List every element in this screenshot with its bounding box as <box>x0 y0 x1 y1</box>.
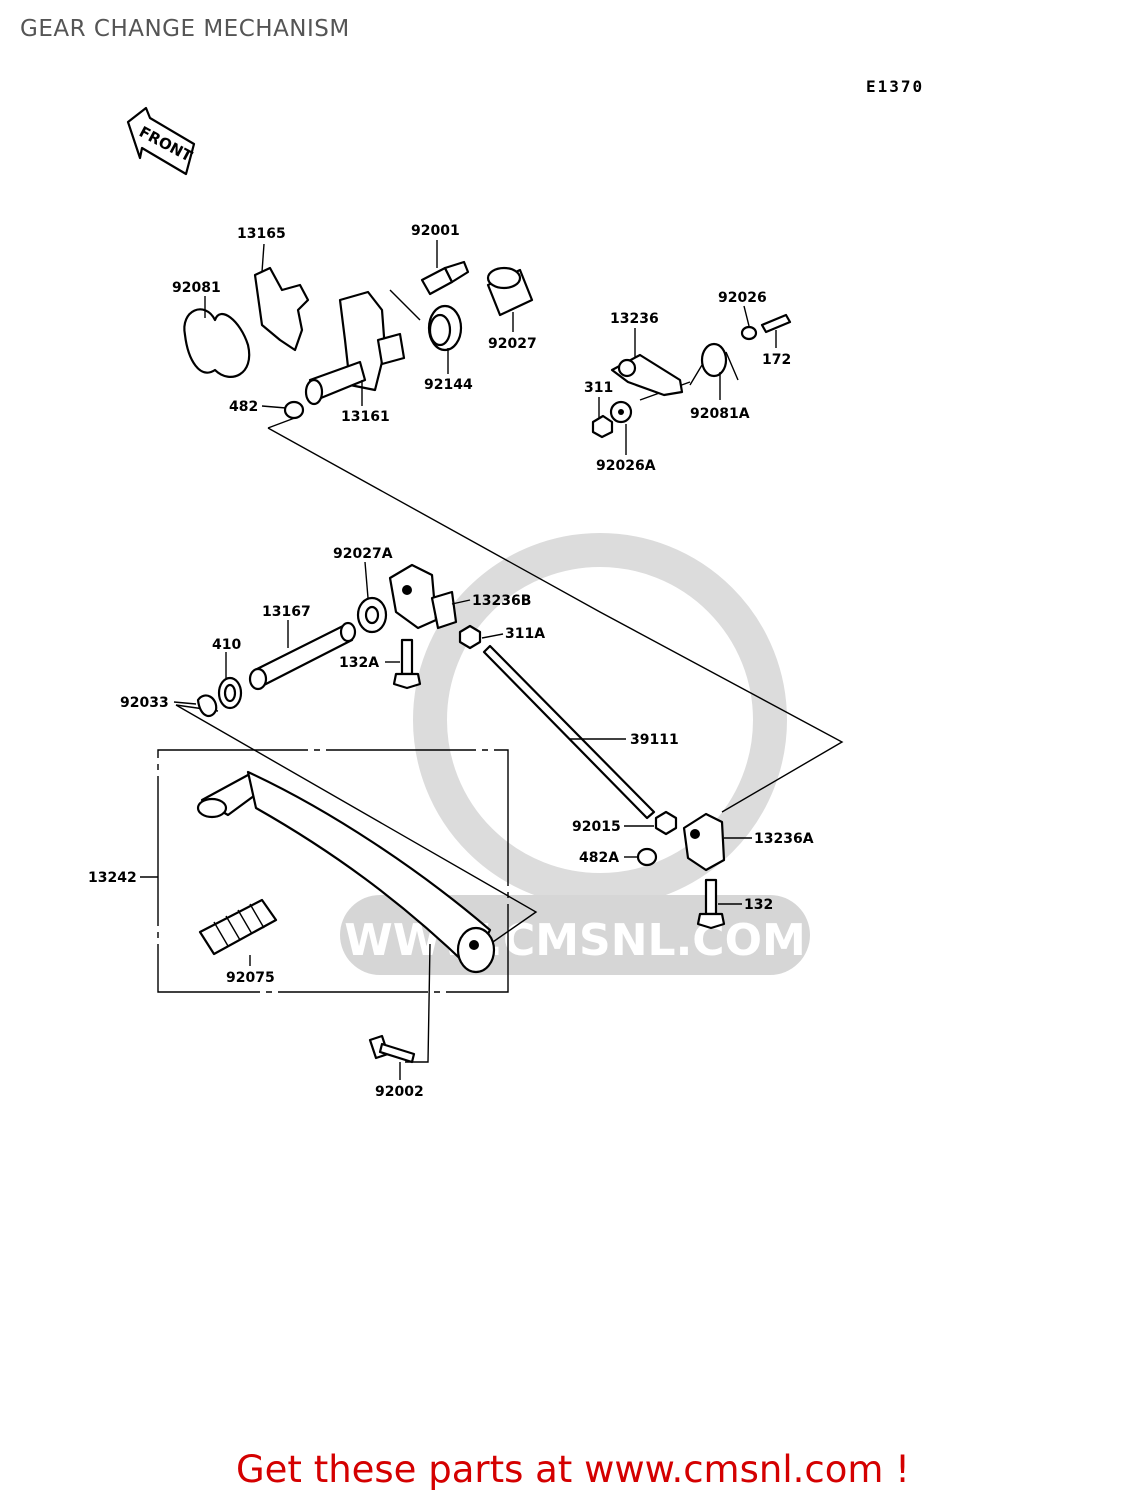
part-label[interactable]: 92027A <box>333 546 393 562</box>
part-label[interactable]: 92027 <box>488 336 537 352</box>
front-arrow-icon: FRONT <box>126 106 196 176</box>
part-label[interactable]: 92015 <box>572 819 621 835</box>
part-label[interactable]: 13236 <box>610 311 659 327</box>
part-label[interactable]: 92026 <box>718 290 767 306</box>
part-label[interactable]: 482 <box>229 399 258 415</box>
part-label[interactable]: 92081 <box>172 280 221 296</box>
part-13242-shift-lever <box>196 770 496 974</box>
part-92081-gasket <box>183 308 251 378</box>
leader-lines <box>140 240 777 1080</box>
part-13236B-joint <box>388 563 458 630</box>
part-label[interactable]: 132 <box>744 897 773 913</box>
part-92027-collar <box>486 266 534 317</box>
part-482A-washer <box>636 847 658 867</box>
part-92075-pedal-rubber <box>198 898 278 956</box>
part-label[interactable]: 482A <box>579 850 619 866</box>
page-title: GEAR CHANGE MECHANISM <box>20 16 350 42</box>
footer-link[interactable]: Get these parts at www.cmsnl.com ! <box>235 1448 910 1491</box>
diagram-code: E1370 <box>866 77 924 96</box>
part-92033-clip <box>196 694 218 718</box>
part-label[interactable]: 92002 <box>375 1084 424 1100</box>
part-label[interactable]: 92081A <box>690 406 750 422</box>
part-13236-lever <box>610 353 684 397</box>
part-92026-washer <box>740 325 758 341</box>
part-labels: 92081 13165 92001 92027 13236 92026 172 … <box>88 223 814 1100</box>
part-label[interactable]: 92026A <box>596 458 656 474</box>
part-39111-rod <box>482 644 656 820</box>
part-label[interactable]: 13236B <box>472 593 531 609</box>
part-label[interactable]: 92001 <box>411 223 460 239</box>
part-label[interactable]: 132A <box>339 655 379 671</box>
part-92027A-collar <box>356 596 388 634</box>
part-label[interactable]: 92144 <box>424 377 473 393</box>
part-label[interactable]: 13167 <box>262 604 311 620</box>
part-13236A-joint <box>682 812 726 872</box>
part-132A-bolt <box>392 638 422 690</box>
part-311-nut <box>591 414 614 439</box>
part-132-bolt <box>696 878 726 930</box>
part-92081A-spring <box>689 342 739 386</box>
part-13167-shaft <box>248 621 357 691</box>
part-92026A-washer <box>609 400 633 424</box>
part-label[interactable]: 92033 <box>120 695 169 711</box>
part-label[interactable]: 410 <box>212 637 241 653</box>
part-label[interactable]: 13165 <box>237 226 286 242</box>
part-92015-nut <box>654 810 678 836</box>
part-410-washer <box>217 676 243 710</box>
part-92144-spring <box>389 289 463 352</box>
part-label[interactable]: 13242 <box>88 870 137 886</box>
watermark-text: WWW.CMSNL.COM <box>344 915 806 966</box>
part-482-washer <box>283 400 305 420</box>
part-172-screw <box>760 313 792 334</box>
part-92001-pin <box>420 260 470 296</box>
part-311A-nut <box>458 624 482 650</box>
part-label[interactable]: 92075 <box>226 970 275 986</box>
part-label[interactable]: 13236A <box>754 831 814 847</box>
part-label[interactable]: 13161 <box>341 409 390 425</box>
part-13161-shaft <box>304 290 406 406</box>
part-label[interactable]: 311A <box>505 626 545 642</box>
part-13165-plate <box>253 266 310 352</box>
guide-lines <box>157 381 844 1063</box>
part-label[interactable]: 311 <box>584 380 613 396</box>
part-label[interactable]: 39111 <box>630 732 679 748</box>
part-label[interactable]: 172 <box>762 352 791 368</box>
part-92002-bolt <box>368 1034 416 1064</box>
